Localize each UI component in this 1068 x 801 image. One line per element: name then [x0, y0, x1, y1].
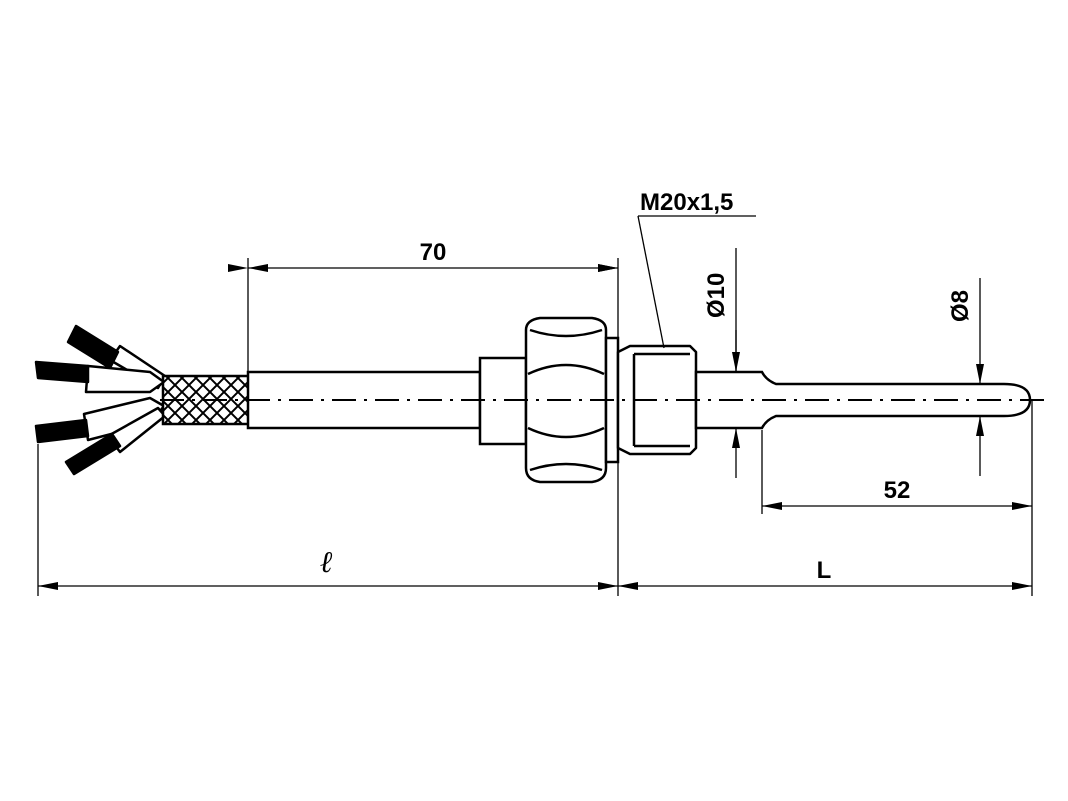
dimension-70: 70: [228, 239, 618, 272]
dimension-diameter-8: Ø8: [947, 290, 984, 436]
dimension-L-label: L: [817, 557, 832, 584]
wire-leads: [34, 324, 167, 476]
dimension-52: 52: [762, 477, 1032, 510]
thread-callout-label: M20x1,5: [640, 189, 733, 216]
dimension-diameter-10: Ø10: [703, 273, 740, 448]
dimension-L: L: [618, 557, 1032, 590]
wire-lead-3: [34, 396, 166, 444]
dimension-70-label: 70: [420, 239, 447, 266]
dimension-52-label: 52: [884, 477, 911, 504]
dimension-diameter-10-label: Ø10: [703, 273, 730, 318]
dimension-ell-label: ℓ: [320, 545, 333, 580]
dimension-diameter-8-label: Ø8: [947, 290, 974, 322]
thread-callout: M20x1,5: [637, 189, 756, 349]
dimension-ell: ℓ: [38, 545, 618, 590]
wire-lead-2: [34, 360, 166, 394]
